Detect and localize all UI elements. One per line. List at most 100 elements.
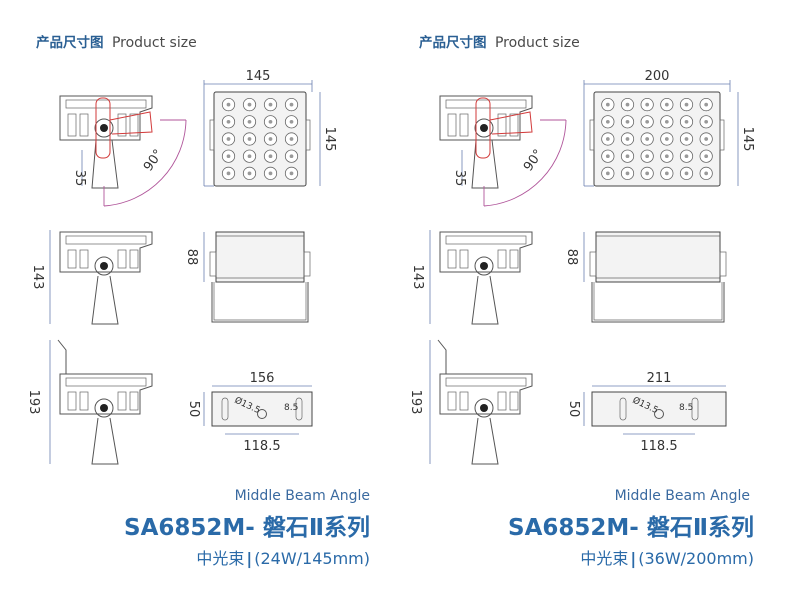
led-grid — [601, 98, 713, 180]
led-chip — [226, 102, 231, 107]
dim-front-height: 145 — [322, 127, 337, 152]
led-chip — [226, 154, 231, 159]
led-chip — [684, 154, 689, 159]
led-chip — [645, 102, 650, 107]
dim-tilt-angle: 90° — [141, 147, 167, 174]
header-en: Product size — [494, 35, 580, 51]
led-chip — [605, 119, 610, 124]
dim-hole-spacing: 118.5 — [243, 439, 280, 454]
led-chip — [247, 171, 252, 176]
led-chip — [625, 137, 630, 141]
header-cn: 产品尺寸图 — [419, 35, 487, 51]
header-cn: 产品尺寸图 — [36, 35, 104, 51]
power-size: (24W/145mm) — [254, 549, 370, 568]
dim-front-width: 200 — [645, 69, 670, 84]
led-chip — [226, 137, 231, 141]
separator-bar: | — [630, 549, 637, 568]
led-chip — [704, 119, 709, 124]
back-view: 88 — [184, 231, 311, 323]
dim-back-depth: 88 — [564, 249, 579, 266]
series-cn: 中光束 — [580, 549, 629, 568]
led-chip — [247, 102, 252, 107]
led-chip — [605, 102, 610, 107]
dim-bracket-depth: 50 — [186, 401, 201, 418]
led-chip — [289, 154, 294, 159]
dim-bracket-offset: 35 — [72, 170, 87, 187]
led-chip — [684, 119, 689, 124]
front-view: 200 145 — [583, 69, 755, 187]
led-chip — [289, 119, 294, 124]
spec-line: 中光束|(24W/145mm) — [196, 545, 370, 569]
led-chip — [704, 102, 709, 107]
led-chip — [704, 171, 709, 176]
led-chip — [664, 171, 669, 176]
led-chip — [268, 171, 273, 176]
led-chip — [289, 171, 294, 176]
led-chip — [247, 154, 252, 159]
led-chip — [268, 119, 273, 124]
led-chip — [664, 119, 669, 124]
led-chip — [605, 154, 610, 159]
led-chip — [268, 154, 273, 159]
dim-bracket-depth: 50 — [566, 401, 581, 418]
panel-36w: 产品尺寸图 Product size 35 90° 200 — [400, 0, 800, 610]
dim-hole-spacing: 118.5 — [640, 439, 677, 454]
side-view-bracket: 193 — [408, 339, 533, 465]
dim-slot-width: 8.5 — [284, 403, 298, 413]
dim-bracket-width: 211 — [647, 371, 672, 386]
spec-line: 中光束|(36W/200mm) — [580, 545, 754, 569]
bracket-plate: 211 Ø13.5 8.5 50 118.5 — [566, 371, 727, 454]
dim-tilt-angle: 90° — [521, 147, 547, 174]
led-chip — [247, 119, 252, 124]
led-chip — [645, 171, 650, 176]
dim-bracket-offset: 35 — [452, 170, 467, 187]
led-chip — [625, 119, 630, 124]
led-chip — [664, 154, 669, 159]
led-chip — [664, 137, 669, 141]
led-chip — [704, 154, 709, 159]
led-chip — [625, 154, 630, 159]
led-chip — [289, 102, 294, 107]
product-size-header: 产品尺寸图 Product size — [36, 31, 197, 51]
model-title: SA6852M- 磐石Ⅱ系列 — [124, 515, 370, 541]
side-view-straight: 143 — [30, 230, 153, 325]
series-cn: 中光束 — [196, 549, 245, 568]
side-view-tilt: 35 90° — [439, 95, 567, 207]
separator-bar: | — [246, 549, 253, 568]
beam-angle-label: Middle Beam Angle — [614, 488, 750, 504]
led-chip — [605, 137, 610, 141]
dim-side-height: 143 — [30, 265, 45, 290]
led-chip — [704, 137, 709, 141]
led-chip — [289, 137, 294, 141]
drawing-36w: 35 90° 200 145 143 — [408, 69, 755, 465]
led-grid — [221, 98, 299, 180]
side-view-bracket: 193 — [26, 339, 153, 465]
led-chip — [645, 137, 650, 141]
led-chip — [684, 171, 689, 176]
led-chip — [247, 137, 252, 141]
header-en: Product size — [111, 35, 197, 51]
model-title: SA6852M- 磐石Ⅱ系列 — [508, 515, 754, 541]
dim-bracket-height: 193 — [26, 390, 41, 415]
side-view-tilt: 35 90° — [59, 95, 187, 207]
dim-bracket-width: 156 — [250, 371, 275, 386]
side-view-straight: 143 — [410, 230, 533, 325]
led-chip — [268, 102, 273, 107]
dim-back-depth: 88 — [184, 249, 199, 266]
beam-angle-label: Middle Beam Angle — [234, 488, 370, 504]
led-chip — [645, 154, 650, 159]
led-chip — [684, 137, 689, 141]
led-chip — [226, 171, 231, 176]
led-chip — [625, 171, 630, 176]
back-view: 88 — [564, 231, 727, 323]
dim-side-height: 143 — [410, 265, 425, 290]
led-chip — [226, 119, 231, 124]
dim-front-width: 145 — [246, 69, 271, 84]
dim-slot-width: 8.5 — [679, 403, 693, 413]
dim-bracket-height: 193 — [408, 390, 423, 415]
drawing-24w: 35 90° 145 145 143 — [26, 69, 337, 465]
led-chip — [664, 102, 669, 107]
led-chip — [605, 171, 610, 176]
bracket-plate: 156 Ø13.5 8.5 50 118.5 — [186, 371, 313, 454]
power-size: (36W/200mm) — [638, 549, 754, 568]
